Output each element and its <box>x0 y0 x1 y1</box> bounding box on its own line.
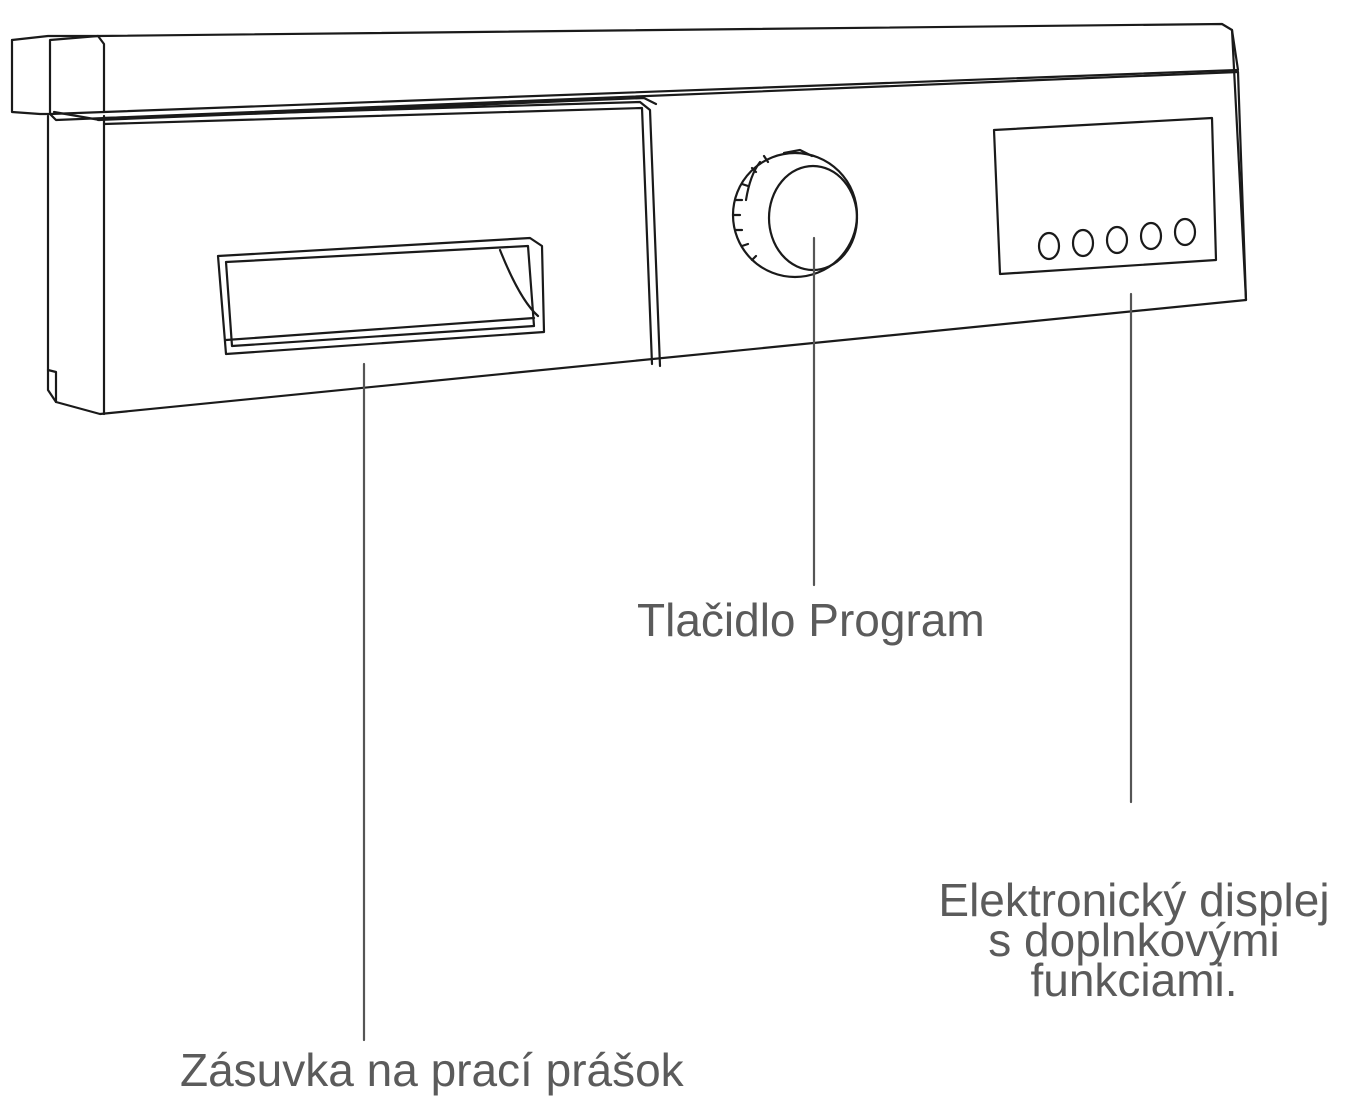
label-detergent-drawer: Zásuvka na prací prášok <box>180 1044 684 1096</box>
detergent-drawer <box>96 96 662 368</box>
label-program-knob: Tlačidlo Program <box>637 594 985 646</box>
label-display-line1: Elektronický displej <box>938 874 1330 926</box>
panel-front-fascia <box>46 28 1248 416</box>
panel-top-cover <box>10 22 1240 122</box>
label-electronic-display: Elektronický displej s doplnkovými funkc… <box>930 874 1338 1006</box>
leader-lines <box>362 236 1133 1042</box>
program-knob <box>731 148 859 279</box>
label-display-line2: s doplnkovými <box>988 914 1280 966</box>
label-display-line3: funkciami. <box>1030 954 1238 1006</box>
electronic-display <box>992 116 1218 276</box>
